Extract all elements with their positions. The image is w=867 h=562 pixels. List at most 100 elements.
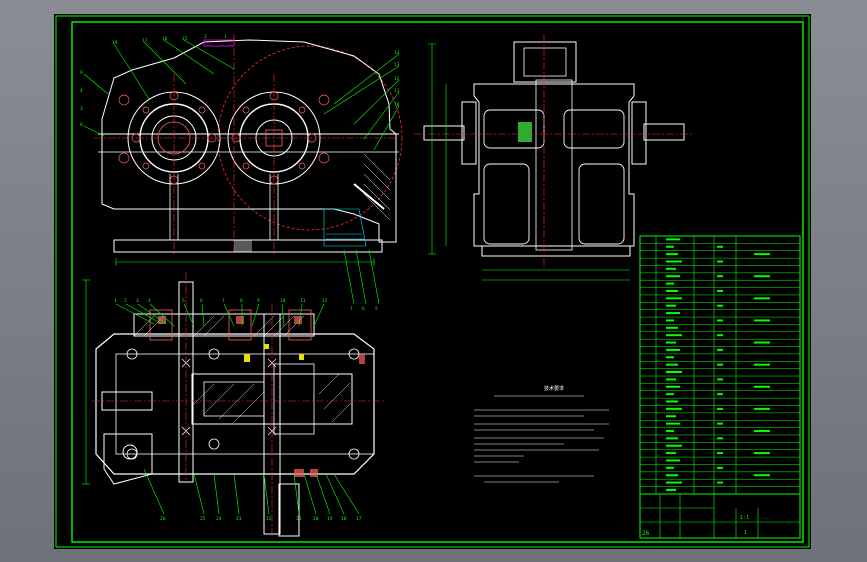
plan-top-part-number: 7 xyxy=(222,298,225,304)
parts-list-cell-text xyxy=(666,407,682,410)
front-part-number: 11 xyxy=(394,88,400,94)
parts-list-cell-text xyxy=(666,312,680,315)
title-block-scale: 1:1 xyxy=(740,515,749,521)
parts-list-cell-text xyxy=(666,378,676,381)
title-block: ... 26 1:1 1 xyxy=(639,493,801,539)
parts-list-cell-text xyxy=(666,319,674,322)
parts-list-cell-text xyxy=(666,267,676,270)
parts-list-material-text xyxy=(717,334,723,337)
plan-bottom-part-number: 26 xyxy=(160,516,166,522)
plan-bottom-part-number: 20 xyxy=(313,516,319,522)
parts-list-note-text xyxy=(754,297,770,300)
front-part-number: 19 xyxy=(112,40,118,46)
front-part-number: 17 xyxy=(142,38,148,44)
plan-bottom-part-number: 25 xyxy=(200,516,206,522)
parts-list-cell-text xyxy=(666,474,678,477)
front-view-part-numbers: 19 17 16 15 14 13 12 11 10 9 8 7 6 5 4 3 2 1 xyxy=(80,34,400,312)
parts-list-cell-text xyxy=(666,481,682,484)
parts-list-note-text xyxy=(754,253,770,256)
parts-list-material-text xyxy=(717,348,723,351)
parts-list-material-text xyxy=(717,378,723,381)
parts-list-material-text xyxy=(717,260,723,263)
front-part-number: 8 xyxy=(80,122,83,128)
parts-list-cell-text xyxy=(666,356,674,359)
parts-list-material-text xyxy=(717,289,723,292)
plan-top-part-number: 5 xyxy=(182,298,185,304)
title-block-sheet: 1 xyxy=(744,530,747,536)
parts-list-material-text xyxy=(717,437,723,440)
cad-drawing: 技术要求 xyxy=(55,15,810,548)
parts-list-cell-text xyxy=(666,275,680,278)
parts-list-material-text xyxy=(717,363,723,366)
parts-list-cell-text xyxy=(666,459,680,462)
plan-bottom-part-number: 17 xyxy=(356,516,362,522)
parts-list-note-text xyxy=(754,319,770,322)
front-part-number: 7 xyxy=(350,306,353,312)
parts-list-cell-text xyxy=(666,289,678,292)
parts-list-cell-text xyxy=(666,429,674,432)
parts-list-cell-text xyxy=(666,422,680,425)
parts-list-material-text xyxy=(717,304,723,307)
plan-bottom-part-number: 21 xyxy=(296,516,302,522)
plan-top-part-number: 1 xyxy=(114,298,117,304)
front-part-number: 9 xyxy=(80,70,83,76)
parts-list-material-text xyxy=(717,275,723,278)
plan-bottom-part-number: 19 xyxy=(327,516,333,522)
parts-list-material-text xyxy=(717,319,723,322)
parts-list-cell-text xyxy=(666,371,682,374)
outer-border xyxy=(55,15,810,548)
parts-list-cell-text xyxy=(666,282,674,285)
plan-top-part-number: 10 xyxy=(280,298,286,304)
plan-top-part-number: 11 xyxy=(300,298,306,304)
front-part-number: 10 xyxy=(394,102,400,108)
front-part-number: 3 xyxy=(80,106,83,112)
parts-list-cell-text xyxy=(666,297,682,300)
parts-list-material-text xyxy=(717,481,723,484)
parts-list-material-text xyxy=(717,245,723,248)
parts-list-note-text xyxy=(754,275,770,278)
front-part-number: 14 xyxy=(394,50,400,56)
drawing-sheet[interactable]: 技术要求 xyxy=(54,14,811,549)
parts-list-note-text xyxy=(754,429,770,432)
parts-list-note-text xyxy=(754,407,770,410)
parts-list-cell-text xyxy=(666,326,678,329)
parts-list-material-text xyxy=(717,407,723,410)
technical-notes: 技术要求 xyxy=(474,385,609,483)
parts-list-cell-text xyxy=(666,363,678,366)
parts-list-cell-text xyxy=(666,415,676,418)
parts-list-cell-text xyxy=(666,253,678,256)
parts-list-note-text xyxy=(754,474,770,477)
parts-list-cell-text xyxy=(666,348,680,351)
plan-view xyxy=(82,272,384,539)
parts-list-cell-text xyxy=(666,488,676,491)
parts-list-cell-text xyxy=(666,393,674,396)
parts-list-note-text xyxy=(754,341,770,344)
parts-list-cell-text xyxy=(666,245,674,248)
front-part-number: 2 xyxy=(204,34,207,40)
front-part-number: 12 xyxy=(394,76,400,82)
parts-list-cell-text xyxy=(666,400,678,403)
plan-top-part-number: 12 xyxy=(322,298,328,304)
parts-list-note-text xyxy=(754,385,770,388)
parts-list-cell-text xyxy=(666,444,682,447)
front-part-number: 16 xyxy=(162,36,168,42)
front-part-number: 4 xyxy=(80,88,83,94)
parts-list-cell-text xyxy=(666,334,682,337)
title-block-title: ... xyxy=(762,515,771,521)
plan-bottom-part-number: 18 xyxy=(341,516,347,522)
front-view xyxy=(83,34,403,305)
plan-top-part-number: 2 xyxy=(124,298,127,304)
parts-list-material-text xyxy=(717,452,723,455)
side-view xyxy=(414,34,694,281)
plan-top-part-number: 8 xyxy=(240,298,243,304)
parts-list xyxy=(639,235,801,495)
plan-top-part-number: 6 xyxy=(200,298,203,304)
parts-list-note-text xyxy=(754,452,770,455)
front-part-number: 13 xyxy=(394,62,400,68)
plan-bottom-part-number: 24 xyxy=(216,516,222,522)
parts-list-note-text xyxy=(754,363,770,366)
inner-border xyxy=(71,21,804,543)
parts-list-cell-text xyxy=(666,304,676,307)
front-part-number: 15 xyxy=(182,36,188,42)
